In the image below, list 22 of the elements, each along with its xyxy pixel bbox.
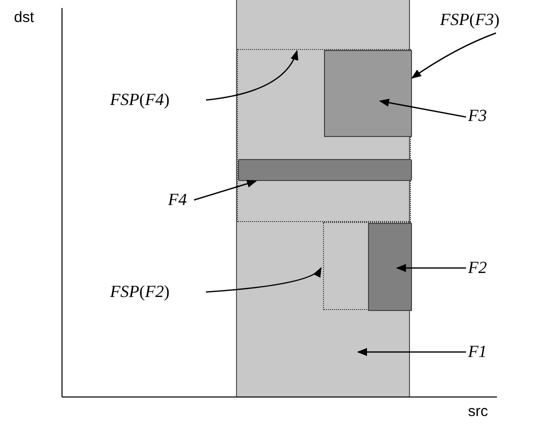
dotted-region bbox=[237, 49, 411, 222]
leader-arrow bbox=[206, 267, 322, 293]
region-label: F4 bbox=[168, 189, 188, 211]
region-label: FSP(F3) bbox=[440, 9, 501, 31]
shaded-band bbox=[236, 0, 410, 397]
dotted-region bbox=[323, 222, 411, 310]
leader-arrow bbox=[206, 50, 298, 101]
leader-arrow bbox=[379, 98, 466, 118]
leader-arrow bbox=[357, 348, 466, 356]
region-label: FSP(F4) bbox=[110, 89, 171, 111]
leader-arrow bbox=[396, 264, 466, 272]
region-label: F2 bbox=[468, 257, 488, 279]
region-label: F3 bbox=[468, 105, 488, 127]
axis-label: dst bbox=[14, 8, 34, 28]
shaded-bar bbox=[238, 159, 412, 181]
shaded-block bbox=[368, 223, 412, 311]
region-label: F1 bbox=[468, 341, 488, 363]
leader-arrow bbox=[411, 32, 496, 79]
leader-arrow bbox=[194, 180, 257, 201]
axis-label: src bbox=[468, 402, 488, 422]
shaded-block bbox=[324, 50, 412, 137]
region-label: FSP(F2) bbox=[110, 281, 171, 303]
